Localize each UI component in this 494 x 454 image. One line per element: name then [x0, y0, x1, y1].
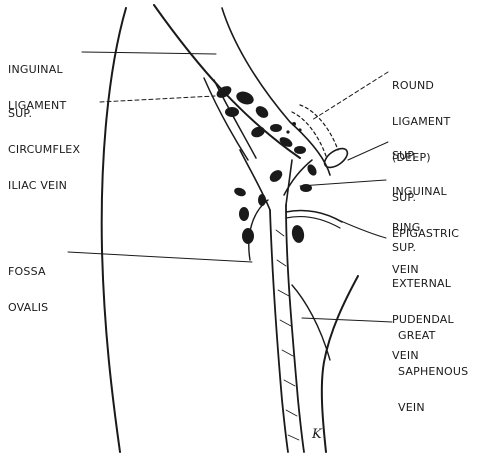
label-sup-external-pudendal-vein: SUP. EXTERNAL PUDENDAL VEIN [392, 218, 454, 386]
lymph-node [239, 207, 249, 221]
label-fossa-ovalis: FOSSA OVALIS [8, 242, 48, 338]
lymph-node [216, 86, 232, 98]
label-line: GREAT [398, 329, 436, 342]
round-ligament-speck [298, 128, 302, 132]
lymph-node [291, 225, 305, 243]
round-ligament-dashed [299, 104, 339, 151]
label-line: INGUINAL [392, 185, 447, 198]
label-line: PUDENDAL [392, 313, 454, 326]
circumflex-iliac-vein [203, 77, 249, 161]
thigh-outline-medial [320, 275, 359, 453]
circumflex-iliac-vein-2 [213, 79, 257, 159]
label-line: (DEEP) [392, 151, 431, 164]
inguinal-ligament-line [153, 4, 301, 159]
label-line: LIGAMENT [8, 99, 67, 112]
lymph-node [294, 146, 306, 154]
lymph-node [300, 184, 312, 192]
round-ligament-speck [292, 122, 296, 126]
lymph-node [269, 170, 283, 182]
pointer-saphenous [301, 317, 393, 323]
lymph-node [255, 106, 269, 118]
label-line: SUP. [392, 241, 417, 254]
lymph-node [258, 194, 266, 206]
pointer-epigastric [299, 179, 387, 187]
label-line: EXTERNAL [392, 277, 452, 290]
lymph-node [234, 187, 246, 197]
abdominal-contour [221, 7, 331, 176]
label-line: ROUND [392, 79, 435, 92]
label-line: RING [392, 221, 421, 234]
round-ligament-speck [286, 130, 290, 134]
label-line: SAPHENOUS [398, 365, 469, 378]
label-sup-epigastric-vein: SUP. EPIGASTRIC VEIN [392, 168, 459, 300]
label-line: ILIAC VEIN [8, 179, 68, 192]
label-line: VEIN [392, 349, 419, 362]
label-great-saphenous-vein: GREAT SAPHENOUS VEIN [398, 306, 468, 438]
lymph-node [279, 137, 293, 147]
label-line: CIRCUMFLEX [8, 143, 81, 156]
label-line: SUP. [392, 149, 417, 162]
external-pudendal-vein-2 [285, 216, 341, 229]
saphenous-arch-2 [285, 159, 293, 206]
lymph-node [225, 107, 239, 117]
lymph-node-cluster [216, 86, 317, 244]
great-saphenous-vein-left [269, 209, 289, 453]
label-line: SUP. [8, 107, 33, 120]
label-sup-inguinal-ring: SUP. INGUINAL RING [392, 126, 447, 258]
lymph-node [242, 228, 254, 244]
label-inguinal-ligament: INGUINAL LIGAMENT [8, 40, 66, 136]
pointer-fossa [67, 251, 253, 263]
pointer-round-ligament [311, 71, 389, 121]
label-line: FOSSA [8, 265, 46, 278]
accessory-branch [291, 284, 331, 361]
label-line: OVALIS [8, 301, 49, 314]
great-saphenous-vein-hatch [275, 229, 300, 441]
label-line: SUP. [392, 191, 417, 204]
inguinal-ring [323, 147, 349, 169]
lymph-node [307, 164, 317, 176]
round-ligament-dashed-2 [291, 111, 327, 157]
label-line: INGUINAL [8, 63, 63, 76]
epigastric-vein [283, 159, 313, 196]
great-saphenous-vein-right [285, 204, 305, 453]
artist-signature: K [311, 427, 323, 442]
pointer-inguinal-ligament [81, 51, 217, 55]
label-sup-circumflex-iliac-vein: SUP. CIRCUMFLEX ILIAC VEIN [8, 84, 80, 216]
pointer-inguinal-ring [347, 141, 389, 161]
label-line: VEIN [392, 263, 419, 276]
label-line: EPIGASTRIC [392, 227, 460, 240]
lymph-node [236, 91, 254, 105]
label-round-ligament: ROUND LIGAMENT (DEEP) [392, 56, 450, 188]
saphenous-arch [239, 149, 271, 211]
lymph-node [270, 124, 282, 132]
pointer-circumflex [99, 95, 216, 103]
label-line: VEIN [398, 401, 425, 414]
pointer-pudendal [333, 217, 387, 239]
label-line: LIGAMENT [392, 115, 451, 128]
lymph-node [251, 126, 265, 138]
thigh-outline-lateral [100, 7, 127, 453]
